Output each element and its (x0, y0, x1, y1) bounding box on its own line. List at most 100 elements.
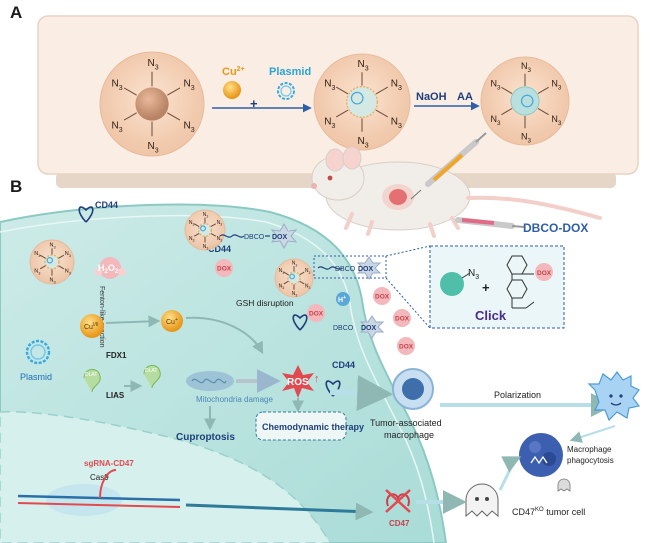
azide-label: N3 (305, 268, 311, 275)
arrow-m1-phago (569, 425, 616, 443)
click-zoom-frame (313, 255, 387, 279)
azide-label: N3 (324, 117, 335, 131)
dox-label-star-2: DOX (358, 266, 374, 273)
m1-macrophage-icon (587, 371, 641, 422)
panel-a-letter: A (10, 3, 22, 22)
azide-label: N3 (279, 268, 285, 275)
cu-i-icon (161, 310, 183, 332)
dox-star-badge-2 (356, 256, 382, 280)
azide-label: N3 (189, 236, 195, 243)
azide-label: N3 (551, 114, 562, 127)
azide-label: N3 (305, 283, 311, 290)
cuproptosis-label: Cuproptosis (176, 432, 235, 443)
cu-ii-icon (80, 314, 104, 338)
dox-label: DOX (375, 294, 390, 301)
cu-i-label: Cu+ (166, 317, 178, 326)
panel-b-letter: B (10, 177, 22, 196)
dbco-linker-2 (317, 266, 343, 270)
dox-star-badge-3 (359, 315, 385, 339)
azide-label: N3 (490, 79, 501, 92)
cd44-receptor-4 (292, 314, 308, 331)
naoh-label: NaOH (416, 91, 447, 103)
dox-label-star-3: DOX (361, 325, 377, 332)
azide-label: N3 (34, 251, 40, 258)
plasmid-icon-cell (25, 339, 51, 365)
azide-label: N3 (391, 117, 402, 131)
azide-label: N3 (65, 269, 71, 276)
lias-label: LIAS (106, 391, 125, 400)
gsh-label: GSH disruption (236, 298, 294, 308)
azide-label: N3 (358, 136, 369, 150)
cd44-receptor (78, 206, 94, 223)
azide-label: N3 (391, 78, 402, 92)
dbco-linker (219, 234, 245, 238)
azide-label: N3 (189, 220, 195, 227)
ros-up-arrow: ↑ (314, 373, 320, 385)
svg-text:DLAT: DLAT (145, 368, 157, 374)
azide-label: N3 (324, 78, 335, 92)
click-dox: DOX (537, 270, 552, 277)
arrow-ros-tam (329, 374, 394, 411)
dox-label: DOX (399, 344, 414, 351)
azide-label: N3 (521, 61, 532, 74)
sgrna-label: sgRNA-CD47 (84, 459, 134, 468)
ghost-tumor-cell-icon (465, 483, 499, 518)
h2o2-molecule: H2O2 (94, 257, 126, 279)
fenton-label: Fenton-like reaction (98, 286, 105, 348)
polarization-label: Polarization (494, 390, 541, 400)
arrow-ghost-phago (498, 456, 522, 491)
chemodynamic-label: Chemodynamic therapy (262, 422, 364, 432)
plasmid-icon (277, 82, 295, 100)
azide-label: N3 (184, 79, 195, 93)
azide-label: N3 (50, 278, 56, 285)
small-ghost-icon (557, 478, 571, 492)
click-plus: + (482, 280, 490, 295)
syringe-icon-2 (455, 217, 525, 229)
cu2-label: Cu2+ (222, 66, 245, 78)
tam-icon (392, 368, 434, 410)
dox-star-badge (270, 222, 298, 250)
azide-label: N3 (292, 261, 298, 268)
cd47-label: CD47 (389, 519, 410, 528)
mito-label: Mitochondria damage (196, 395, 273, 404)
dbco-label: DBCO (244, 234, 265, 241)
dox-label-star: DOX (272, 234, 288, 241)
dox-molecule (393, 309, 411, 327)
azide-label: N3 (203, 244, 209, 251)
dox-molecules: DOX DOX DOX DOX DOX (215, 259, 415, 355)
arrow-knockout (185, 502, 374, 521)
mac-phago-label-1: Macrophage (567, 445, 612, 454)
plus-sign: + (250, 96, 258, 111)
azide-label: N3 (217, 236, 223, 243)
arrow-gsh (185, 316, 264, 355)
arrow-cu-ii-to-cu-i (105, 315, 161, 328)
dbco-dox-title: DBCO-DOX (523, 221, 588, 235)
azide-label: N3 (551, 79, 562, 92)
aa-label: AA (457, 91, 473, 103)
azide-label: N3 (279, 283, 285, 290)
phagocytosis-macrophage-icon (519, 433, 563, 477)
azide-label: N3 (111, 79, 122, 93)
azide-label: N3 (111, 120, 122, 134)
azide-label: N3 (203, 212, 209, 219)
dox-molecule (373, 287, 391, 305)
azide-label: N3 (292, 291, 298, 298)
dbco-label-3: DBCO (333, 325, 354, 332)
cu-ion-icon (223, 81, 241, 99)
dox-label: DOX (217, 266, 232, 273)
azide-label: N3 (148, 58, 159, 72)
dbco-label-2: DBCO (335, 266, 356, 273)
azide-label: N3 (490, 114, 501, 127)
ros-burst-icon (282, 365, 314, 398)
cd44-label-2: CD44 (208, 244, 231, 254)
cd44-receptor-3 (325, 380, 341, 397)
ros-label: ROS (287, 377, 309, 388)
dox-molecule (307, 304, 325, 322)
mitochondria-icon (186, 371, 234, 391)
cd44-label-3: CD44 (332, 360, 355, 370)
cas9-complex-icon (17, 469, 181, 516)
